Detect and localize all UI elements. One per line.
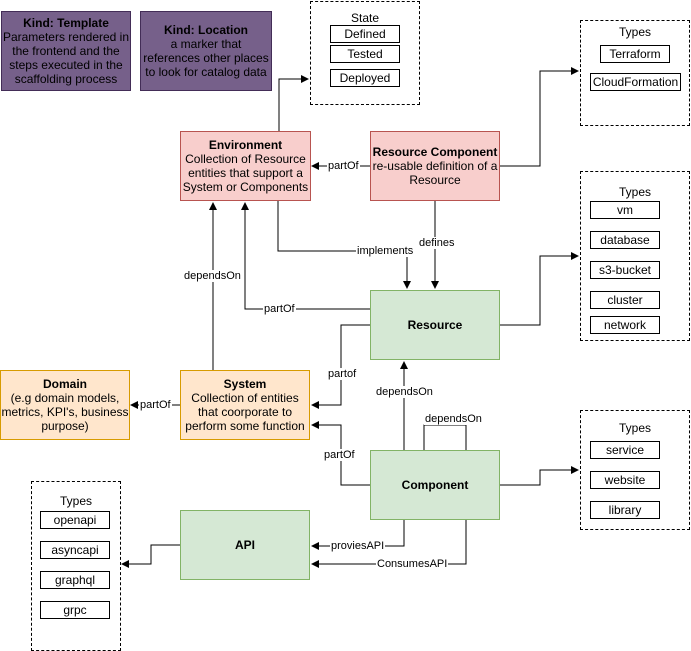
environment-entity: Environment Collection of Resource entit… [180,131,311,201]
edge-resource-partof-env [241,202,370,310]
state-title: State [350,11,380,25]
types-item: s3-bucket [590,261,660,279]
state-item: Deployed [330,69,400,87]
edge-component-to-types [500,466,579,486]
resource-component-entity: Resource Component re-usable definition … [370,131,500,201]
types-item: service [590,441,660,459]
edge-rc-to-types [500,67,579,167]
edge-label-component-dependson-resource: dependsOn [375,386,434,398]
system-entity: System Collection of entities that coorp… [180,370,310,440]
resource-component-desc: re-usable definition of a Resource [372,159,498,187]
edge-api-to-types [121,544,180,568]
kind-template-desc: Parameters rendered in the frontend and … [2,30,130,86]
resource-types-group: Types [580,171,690,341]
kind-location-desc: a marker that references other places to… [143,37,269,79]
types-item: library [590,501,660,519]
resource-entity: Resource [370,290,500,360]
resource-component-title: Resource Component [372,145,498,159]
domain-desc: (e.g domain models, metrics, KPI's, busi… [1,391,129,433]
state-group: State [310,1,420,105]
domain-title: Domain [42,377,87,391]
edge-label-implements: implements [356,245,415,257]
types-item: openapi [40,511,110,529]
kind-template-title: Kind: Template [23,16,109,30]
state-item: Defined [330,25,400,43]
state-item: Tested [330,45,400,63]
api-title: API [234,538,255,552]
edge-resource-partof-system [311,324,370,409]
kind-location-title: Kind: Location [164,23,248,37]
environment-title: Environment [208,138,283,152]
types-item: grpc [40,601,110,619]
types-item: website [590,471,660,489]
edge-component-dependson-self [423,424,467,450]
domain-entity: Domain (e.g domain models, metrics, KPI'… [0,370,130,440]
types-title: Types [618,421,651,435]
kind-template-box: Kind: Template Parameters rendered in th… [1,11,131,91]
system-title: System [223,377,267,391]
edge-env-to-state [278,75,309,131]
edge-consumes-api [311,520,467,568]
api-types-group: Types [31,481,121,651]
edge-label-rc-partof-env: partOf [327,160,360,172]
environment-desc: Collection of Resource entities that sup… [182,152,309,194]
edge-label-component-partof-system: partOf [323,449,356,461]
types-item: Terraform [600,45,670,63]
kind-location-box: Kind: Location a marker that references … [140,11,272,91]
edge-label-component-dependson-self: dependsOn [424,413,483,425]
edge-label-provides-api: proviesAPI [330,540,386,552]
edge-label-defines: defines [418,237,456,249]
system-desc: Collection of entities that coorporate t… [185,391,305,433]
resource-title: Resource [407,318,463,332]
edge-label-resource-partof-env: partOf [263,303,296,315]
edge-label-system-dependson-env: dependsOn [183,270,242,282]
edge-label-resource-partof-system: partof [327,368,358,380]
edge-env-implements [277,201,411,289]
types-item: vm [590,201,660,219]
types-title: Types [618,25,651,39]
component-title: Component [401,478,469,492]
types-item: network [590,316,660,334]
types-item: asyncapi [40,541,110,559]
types-item: database [590,231,660,249]
edge-label-consumes-api: ConsumesAPI [376,558,449,570]
types-title: Types [59,494,92,508]
types-title: Types [618,185,651,199]
types-item: CloudFormation [590,73,681,91]
types-item: cluster [590,291,660,309]
component-entity: Component [370,450,500,520]
api-entity: API [180,510,310,580]
edge-resource-to-types [500,252,579,326]
edge-label-system-partof-domain: partOf [139,399,172,411]
types-item: graphql [40,571,110,589]
